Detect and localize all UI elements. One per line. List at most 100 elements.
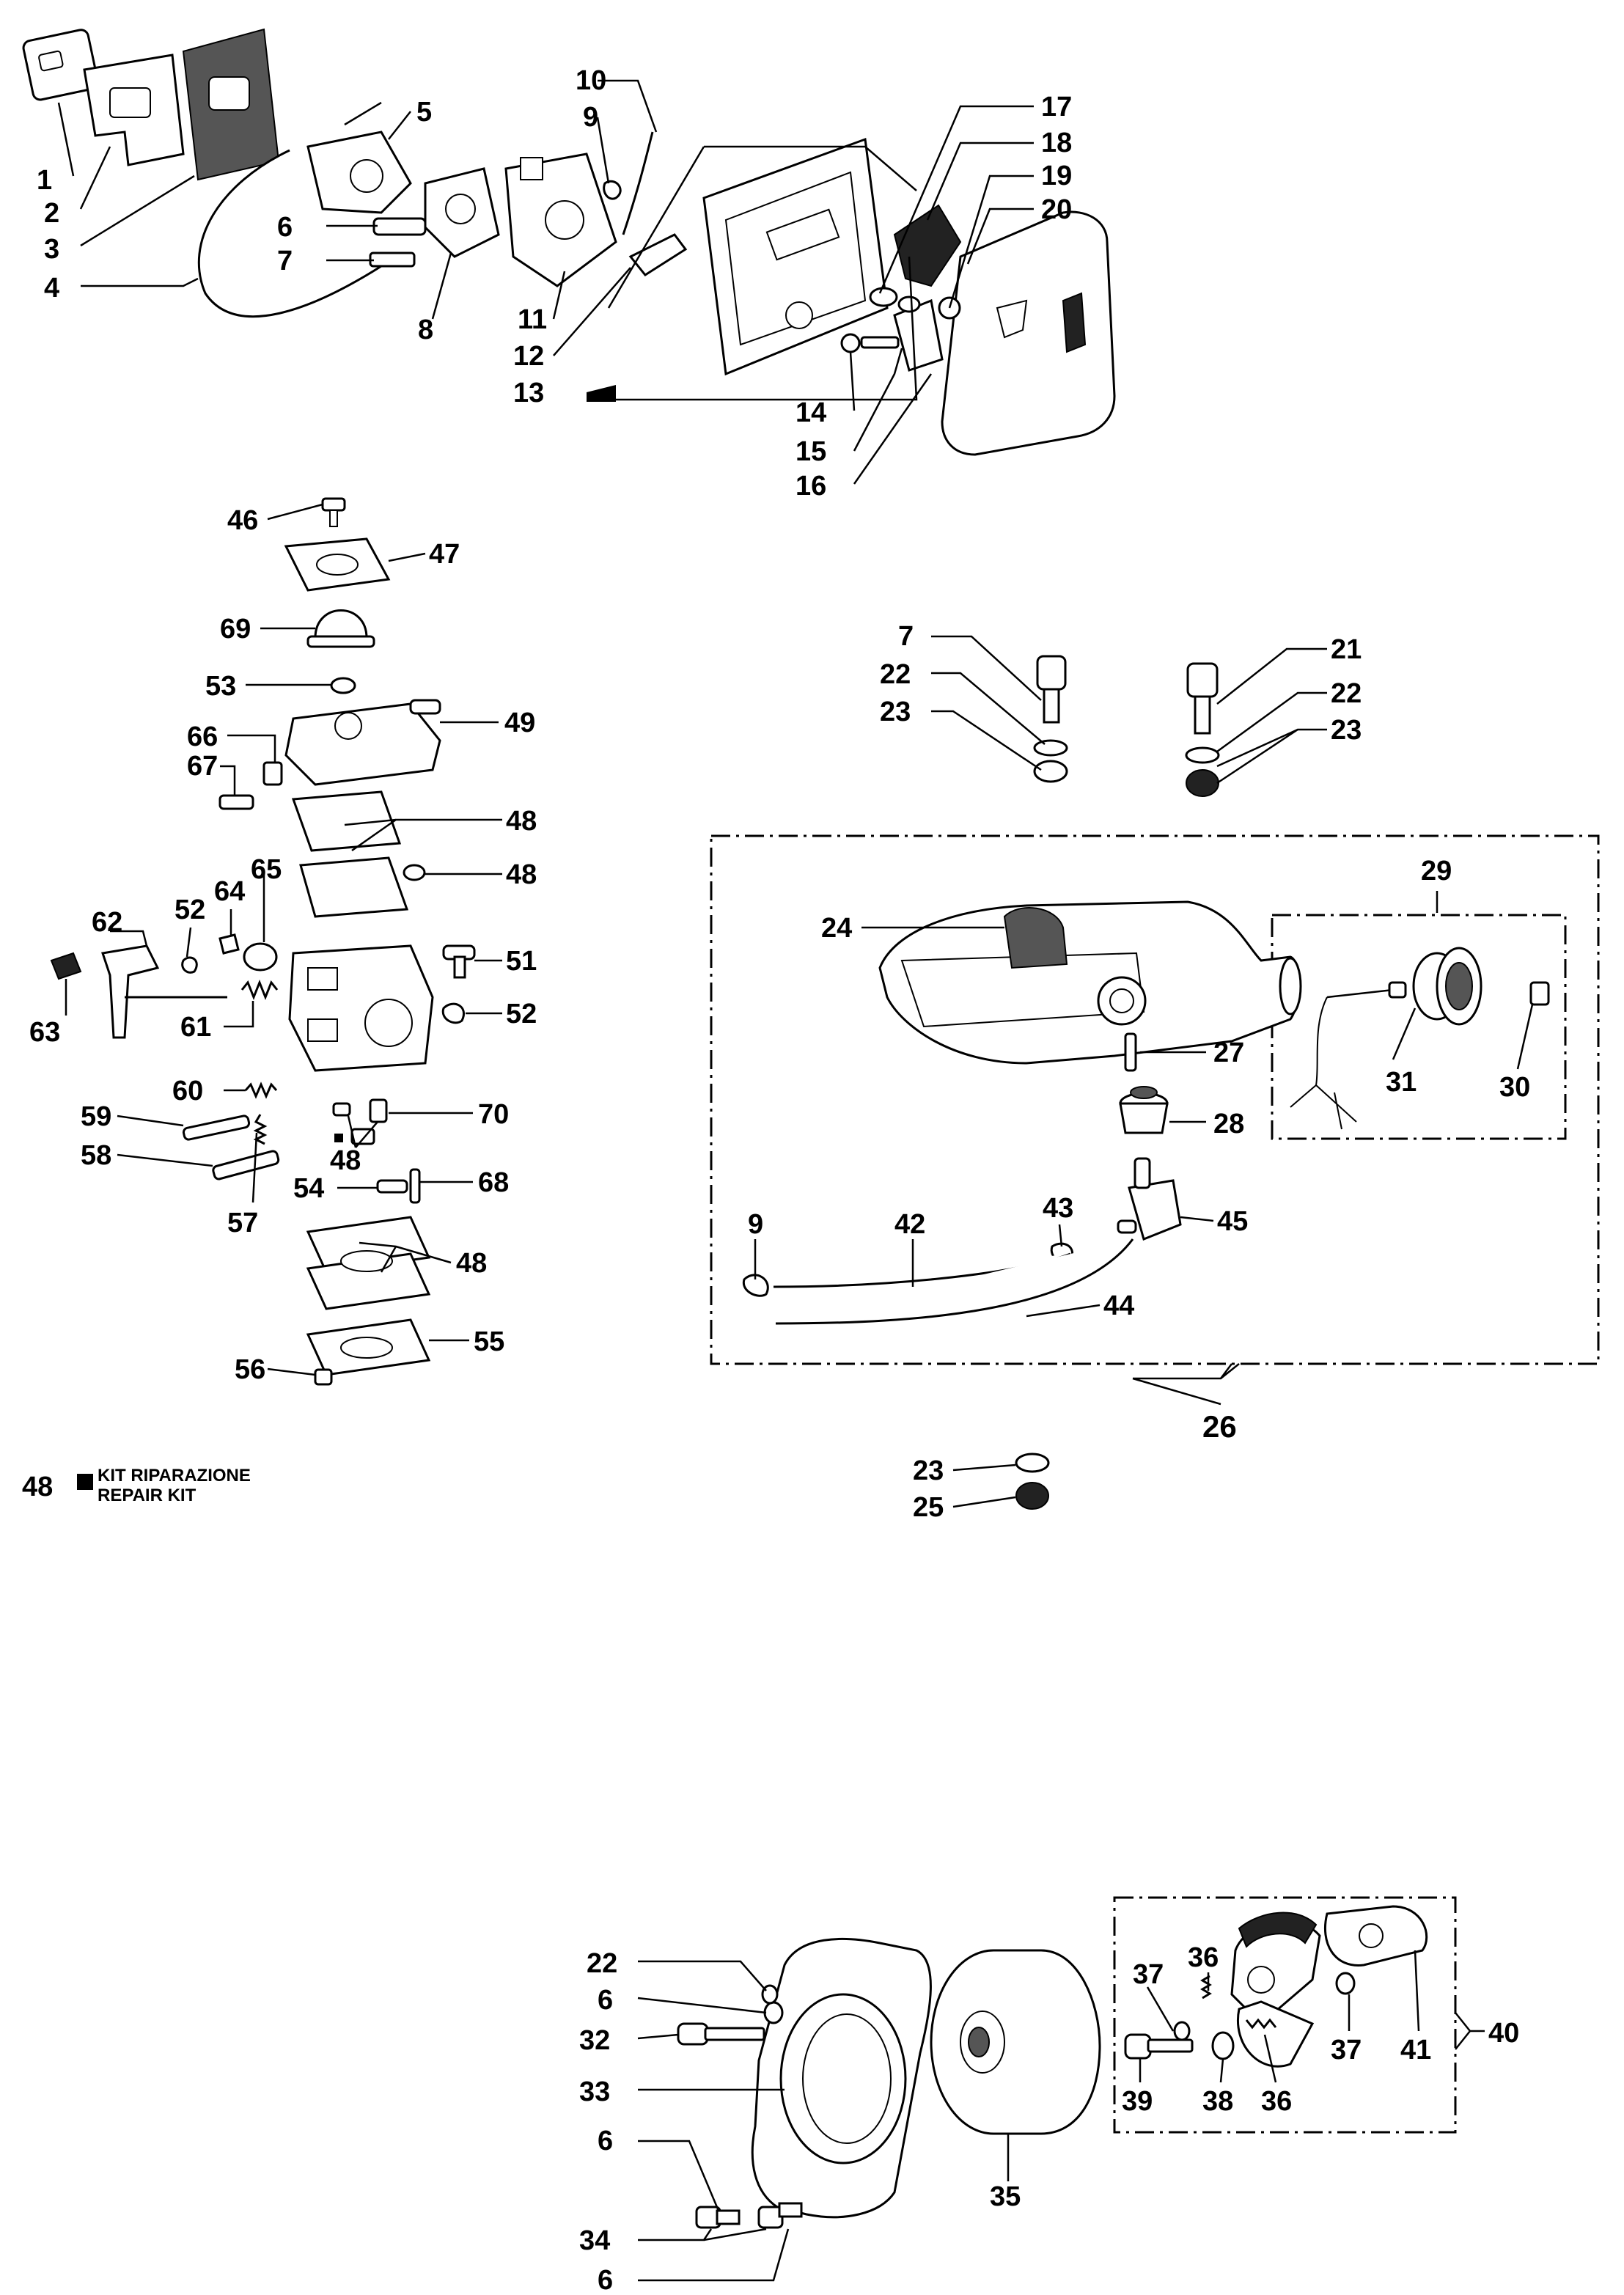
- callout-65: 65: [251, 854, 282, 885]
- filter-cover-20: [941, 210, 1116, 456]
- callout-6: 6: [277, 212, 293, 243]
- callout-33: 33: [579, 2076, 610, 2107]
- callout-37-b: 37: [1331, 2035, 1362, 2066]
- callout-29: 29: [1421, 856, 1452, 886]
- callout-25: 25: [913, 1492, 944, 1523]
- pin-31: [1388, 981, 1407, 999]
- callout-69: 69: [220, 614, 251, 645]
- spring-60: [244, 1082, 278, 1099]
- callout-7: 7: [277, 246, 293, 276]
- callout-18: 18: [1041, 128, 1072, 158]
- pump-cover-49: [284, 699, 441, 786]
- callout-9: 9: [583, 102, 598, 133]
- fuel-filter-45: [1117, 1157, 1182, 1241]
- carburetor-11: [504, 153, 617, 287]
- callout-14: 14: [796, 397, 826, 428]
- throttle-cable-4: [197, 149, 397, 318]
- screw-34b: [757, 2202, 803, 2229]
- callout-43: 43: [1043, 1193, 1073, 1224]
- callout-53: 53: [205, 671, 236, 702]
- clutch-drum-35: [930, 1949, 1101, 2135]
- callout-19: 19: [1041, 161, 1072, 191]
- callout-9-b: 9: [748, 1209, 763, 1240]
- callout-22-c: 22: [587, 1948, 617, 1979]
- diaphragm-48b: [299, 856, 409, 918]
- callout-5: 5: [416, 97, 432, 128]
- callout-49: 49: [504, 708, 535, 738]
- callout-38: 38: [1202, 2086, 1233, 2117]
- callout-66: 66: [187, 721, 218, 752]
- washer-14: [840, 333, 861, 353]
- callout-23-a: 23: [880, 697, 911, 727]
- grommet-28: [1119, 1086, 1169, 1134]
- callout-6-c: 6: [598, 2265, 613, 2295]
- callout-40: 40: [1488, 2018, 1519, 2049]
- callout-6-a: 6: [598, 1985, 613, 2016]
- callout-56: 56: [235, 1354, 265, 1385]
- disc-65: [243, 942, 278, 972]
- screw-15: [860, 336, 900, 349]
- heat-shield-3: [182, 28, 280, 181]
- callout-44: 44: [1103, 1290, 1134, 1321]
- callout-52-a: 52: [174, 895, 205, 925]
- screw-6: [372, 217, 427, 236]
- screw-34a: [695, 2206, 741, 2229]
- callout-20: 20: [1041, 194, 1072, 225]
- clutch-housing-33: [751, 1937, 932, 2219]
- callout-13: 13: [513, 378, 544, 408]
- nut-23b: [1186, 769, 1219, 797]
- spring-57: [253, 1114, 268, 1145]
- carburetor-exploded: 46 47 69 53 49 66 67 48 48 64 65 62 52 5…: [22, 497, 537, 1505]
- callout-36-b: 36: [1261, 2086, 1292, 2117]
- clip-9: [603, 180, 622, 200]
- nut-25: [1015, 1482, 1049, 1510]
- repair-kit-marker: [77, 1474, 93, 1490]
- callout-39: 39: [1122, 2086, 1153, 2117]
- washer-22b: [1185, 746, 1220, 764]
- callout-12: 12: [513, 341, 544, 372]
- callout-6-b: 6: [598, 2126, 613, 2156]
- lever-62: [101, 944, 227, 1039]
- group-box-26: [710, 834, 1600, 1365]
- callout-31: 31: [1386, 1067, 1417, 1098]
- spring-36b: [1245, 2018, 1277, 2030]
- group-box-29: [1271, 914, 1567, 1140]
- legend-line-2: REPAIR KIT: [98, 1486, 196, 1505]
- legend-number: 48: [22, 1472, 53, 1502]
- callout-2: 2: [44, 198, 59, 229]
- filter-screen-18: [893, 204, 962, 287]
- primer-bulb-69: [306, 609, 375, 648]
- valve-53: [330, 677, 356, 694]
- callout-17: 17: [1041, 92, 1072, 122]
- clutch-shoes: [1230, 1912, 1321, 2068]
- callout-58: 58: [81, 1140, 111, 1171]
- bolt-21: [1186, 662, 1219, 735]
- callout-23-b: 23: [1331, 715, 1362, 746]
- washer-6a: [763, 2001, 784, 2024]
- cable-10: [622, 131, 654, 235]
- callout-62: 62: [92, 907, 122, 938]
- callout-54: 54: [293, 1173, 324, 1204]
- screw-58: [212, 1150, 280, 1180]
- callout-35: 35: [990, 2181, 1021, 2212]
- callout-27: 27: [1213, 1038, 1244, 1068]
- pin-68: [409, 1168, 421, 1204]
- callout-63: 63: [29, 1017, 60, 1048]
- repair-kit-marker-small: [334, 1134, 343, 1142]
- callout-30: 30: [1499, 1072, 1530, 1103]
- callout-48-a: 48: [506, 806, 537, 837]
- washer-23c: [1015, 1453, 1050, 1473]
- callout-3: 3: [44, 234, 59, 265]
- callout-41: 41: [1400, 2035, 1431, 2066]
- air-filter-housing-13: [702, 137, 889, 376]
- callout-8: 8: [418, 315, 433, 345]
- washer-23a: [1033, 760, 1068, 783]
- clip-52b: [441, 1002, 465, 1024]
- callout-10: 10: [576, 65, 606, 96]
- fastener-sets: 7 22 23 21 22 23: [880, 621, 1362, 797]
- needle-48c: [403, 864, 426, 881]
- fuel-cap-30: [1412, 947, 1482, 1026]
- callout-70: 70: [478, 1099, 509, 1130]
- gasket-1: [22, 29, 99, 101]
